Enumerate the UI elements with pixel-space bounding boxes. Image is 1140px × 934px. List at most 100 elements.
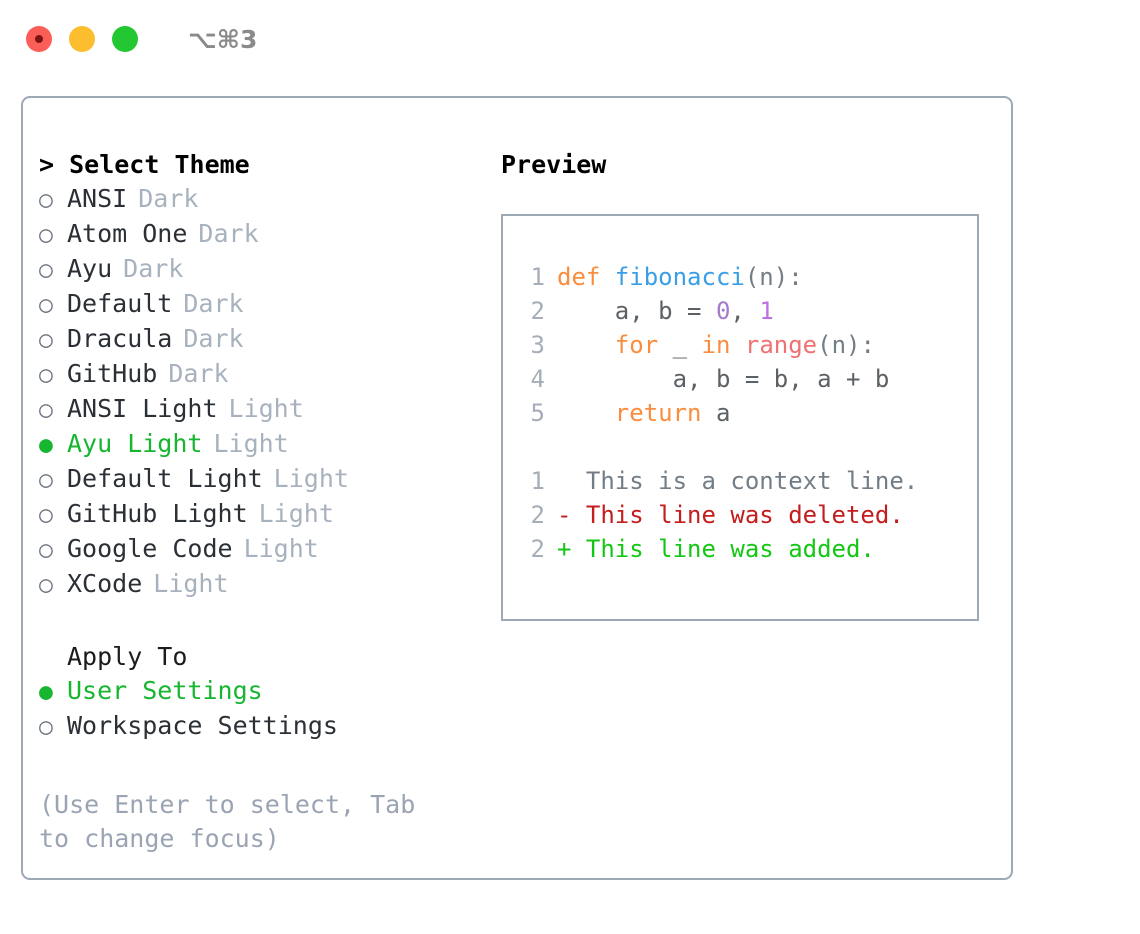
line-number: 5 bbox=[530, 399, 545, 427]
maximize-button-icon[interactable] bbox=[112, 26, 138, 52]
radio-unselected-icon[interactable]: ○ bbox=[39, 714, 53, 740]
theme-option-row[interactable]: ○ Google Code Light bbox=[39, 532, 479, 567]
line-number: 3 bbox=[530, 331, 545, 359]
code-line: 1 def fibonacci(n): bbox=[519, 260, 977, 294]
apply-to-option-row[interactable]: ● User Settings bbox=[39, 674, 479, 709]
radio-unselected-icon[interactable]: ○ bbox=[39, 467, 53, 493]
theme-variant-tag: Light bbox=[153, 569, 229, 598]
theme-variant-tag: Dark bbox=[168, 359, 229, 388]
radio-unselected-icon[interactable]: ○ bbox=[39, 572, 53, 598]
code-text: for _ in range(n): bbox=[557, 328, 875, 362]
theme-variant-tag: Light bbox=[243, 534, 319, 563]
theme-option-row[interactable]: ● Ayu Light Light bbox=[39, 427, 479, 462]
code-token: def bbox=[557, 263, 615, 291]
title-bar: ⌥⌘3 bbox=[0, 0, 1140, 78]
radio-unselected-icon[interactable]: ○ bbox=[39, 362, 53, 388]
theme-option-label: Default Light bbox=[67, 464, 263, 493]
radio-unselected-icon[interactable]: ○ bbox=[39, 327, 53, 353]
radio-unselected-icon[interactable]: ○ bbox=[39, 502, 53, 528]
theme-option-label: Default bbox=[67, 289, 173, 318]
code-token: (n): bbox=[744, 263, 803, 291]
code-text: a, b = b, a + b bbox=[557, 362, 890, 396]
theme-option-row[interactable]: ○ GitHub Light Light bbox=[39, 497, 479, 532]
keyboard-shortcut-label: ⌥⌘3 bbox=[188, 24, 258, 54]
theme-option-row[interactable]: ○ Default Dark bbox=[39, 287, 479, 322]
keyboard-hint-text: (Use Enter to select, Tab to change focu… bbox=[39, 790, 431, 853]
minimize-button-icon[interactable] bbox=[69, 26, 95, 52]
radio-unselected-icon[interactable]: ○ bbox=[39, 292, 53, 318]
radio-selected-icon[interactable]: ● bbox=[39, 679, 53, 705]
diff-text: + This line was added. bbox=[557, 535, 875, 563]
code-line: 2 a, b = 0, 1 bbox=[519, 294, 977, 328]
diff-text: This is a context line. bbox=[557, 467, 919, 495]
theme-option-row[interactable]: ○ GitHub Dark bbox=[39, 357, 479, 392]
code-line: 3 for _ in range(n): bbox=[519, 328, 977, 362]
theme-variant-tag: Dark bbox=[138, 184, 199, 213]
close-button-icon[interactable] bbox=[26, 26, 52, 52]
code-token: fibonacci bbox=[614, 263, 745, 291]
theme-variant-tag: Light bbox=[228, 394, 304, 423]
theme-option-label: Ayu bbox=[67, 254, 113, 283]
diff-line: 2 + This line was added. bbox=[519, 532, 977, 566]
code-token: _ bbox=[658, 331, 702, 359]
theme-option-row[interactable]: ○ Ayu Dark bbox=[39, 252, 479, 287]
theme-option-label: Ayu Light bbox=[67, 429, 203, 458]
diff-line: 2- This line was deleted. bbox=[519, 498, 977, 532]
code-token: range bbox=[744, 331, 818, 359]
line-number: 4 bbox=[530, 365, 545, 393]
theme-variant-tag: Dark bbox=[183, 324, 244, 353]
theme-option-row[interactable]: ○ Default Light Light bbox=[39, 462, 479, 497]
apply-to-option-label: Workspace Settings bbox=[67, 711, 338, 740]
code-token: a, b = b, a + b bbox=[557, 365, 890, 393]
diff-sample: 1 This is a context line.2- This line wa… bbox=[519, 464, 977, 566]
theme-option-label: Atom One bbox=[67, 219, 188, 248]
theme-option-row[interactable]: ○ Dracula Dark bbox=[39, 322, 479, 357]
theme-option-row[interactable]: ○ ANSI Light Light bbox=[39, 392, 479, 427]
theme-option-label: GitHub bbox=[67, 359, 158, 388]
code-token: (n): bbox=[817, 331, 875, 359]
code-token bbox=[730, 331, 744, 359]
line-number: 2 bbox=[530, 535, 545, 563]
apply-to-header: Apply To bbox=[67, 642, 188, 671]
apply-to-option-list: ● User Settings ○ Workspace Settings bbox=[39, 674, 479, 744]
select-theme-header: > Select Theme bbox=[39, 150, 250, 179]
code-token: 0 bbox=[715, 297, 731, 325]
theme-variant-tag: Light bbox=[213, 429, 289, 458]
theme-variant-tag: Dark bbox=[123, 254, 184, 283]
theme-option-label: GitHub Light bbox=[67, 499, 248, 528]
theme-variant-tag: Light bbox=[273, 464, 349, 493]
radio-unselected-icon[interactable]: ○ bbox=[39, 222, 53, 248]
radio-unselected-icon[interactable]: ○ bbox=[39, 537, 53, 563]
code-text: return a bbox=[557, 396, 731, 430]
line-number: 1 bbox=[530, 263, 545, 291]
apply-to-option-label: User Settings bbox=[67, 676, 263, 705]
diff-text: - This line was deleted. bbox=[557, 501, 904, 529]
theme-option-label: XCode bbox=[67, 569, 143, 598]
apply-to-option-row[interactable]: ○ Workspace Settings bbox=[39, 709, 479, 744]
theme-option-label: ANSI bbox=[67, 184, 128, 213]
theme-option-row[interactable]: ○ ANSI Dark bbox=[39, 182, 479, 217]
radio-unselected-icon[interactable]: ○ bbox=[39, 257, 53, 283]
theme-option-label: Dracula bbox=[67, 324, 173, 353]
section-spacer bbox=[39, 602, 479, 640]
code-token: a bbox=[701, 399, 731, 427]
radio-unselected-icon[interactable]: ○ bbox=[39, 397, 53, 423]
code-token: 1 bbox=[759, 297, 774, 325]
code-text: def fibonacci(n): bbox=[557, 260, 803, 294]
line-number: 2 bbox=[530, 297, 545, 325]
theme-option-row[interactable]: ○ XCode Light bbox=[39, 567, 479, 602]
radio-selected-icon[interactable]: ● bbox=[39, 432, 53, 458]
theme-option-label: ANSI Light bbox=[67, 394, 218, 423]
theme-option-label: Google Code bbox=[67, 534, 233, 563]
theme-variant-tag: Dark bbox=[183, 289, 244, 318]
code-token: a, b = bbox=[557, 297, 716, 325]
radio-unselected-icon[interactable]: ○ bbox=[39, 187, 53, 213]
code-token: in bbox=[701, 331, 731, 359]
theme-variant-tag: Light bbox=[258, 499, 334, 528]
window-controls bbox=[26, 26, 138, 52]
